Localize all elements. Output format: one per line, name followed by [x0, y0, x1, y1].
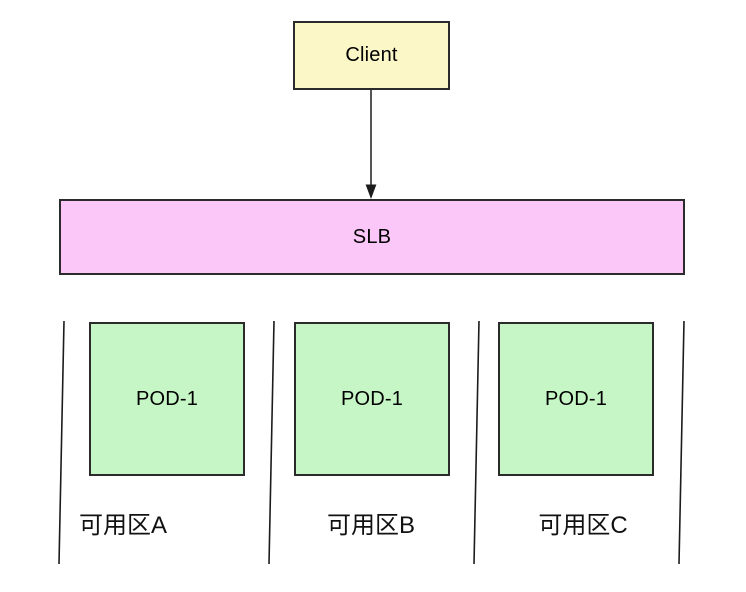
client-label: Client: [345, 44, 398, 66]
zone-label-a: 可用区A: [78, 512, 168, 539]
pod-label-zone-c: POD-1: [544, 387, 608, 410]
client-to-slb-arrow: [365, 90, 377, 199]
zone-label-b: 可用区B: [326, 512, 416, 539]
pod-node-zone-a: POD-1: [89, 322, 245, 476]
slb-node: SLB: [59, 199, 685, 275]
client-node: Client: [293, 21, 450, 90]
pod-label-zone-b: POD-1: [340, 387, 404, 410]
zone-separator-line: [58, 320, 65, 565]
pod-node-zone-c: POD-1: [498, 322, 654, 476]
zone-separator-line: [473, 320, 480, 565]
slb-label: SLB: [352, 225, 392, 248]
arrowhead-icon: [365, 184, 377, 199]
zone-separator-line: [268, 320, 275, 565]
pod-label-zone-a: POD-1: [135, 387, 199, 410]
zone-separator-line: [678, 320, 685, 565]
zone-label-c: 可用区C: [538, 512, 628, 539]
pod-node-zone-b: POD-1: [294, 322, 450, 476]
